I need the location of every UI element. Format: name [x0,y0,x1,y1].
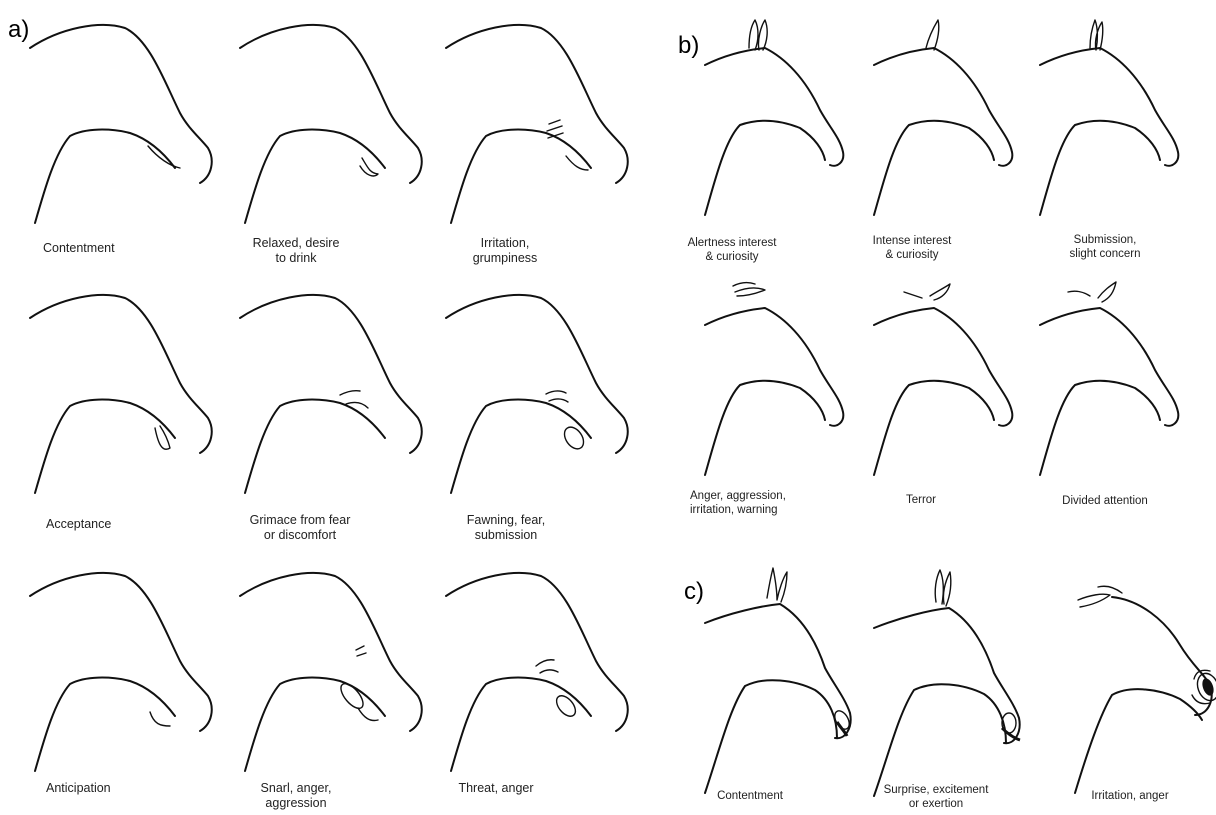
head-a-fawning [446,295,628,493]
caption-b-alertness: Alertness interest & curiosity [672,236,792,264]
head-a-anticipation [30,573,212,771]
head-b-submission [1040,20,1178,215]
caption-b-divided-attention: Divided attention [1040,494,1170,508]
head-a-grimace [240,295,422,493]
caption-a-grimace: Grimace from fear or discomfort [230,513,370,543]
caption-a-acceptance: Acceptance [46,517,196,532]
head-a-acceptance [30,295,212,493]
head-b-divided-attention [1040,282,1178,475]
caption-b-submission: Submission, slight concern [1040,233,1170,261]
caption-a-relaxed: Relaxed, desire to drink [226,236,366,266]
head-c-irritation [1075,586,1216,793]
head-a-irritation [446,25,628,223]
panel-label-c: c) [684,580,704,604]
caption-c-contentment: Contentment [690,789,810,803]
head-b-terror [874,284,1012,475]
head-a-relaxed [240,25,422,223]
caption-a-irritation: Irritation, grumpiness [440,236,570,266]
head-a-contentment [30,25,212,223]
panel-label-b: b) [678,34,699,58]
caption-a-contentment: Contentment [43,241,193,256]
head-b-anger [705,283,843,475]
panel-label-a: a) [8,18,29,42]
head-a-threat [446,573,628,771]
caption-c-irritation: Irritation, anger [1070,789,1190,803]
caption-a-fawning: Fawning, fear, submission [436,513,576,543]
caption-c-surprise: Surprise, excitement or exertion [866,783,1006,811]
caption-b-terror: Terror [866,493,976,507]
head-b-alertness [705,20,843,215]
head-c-surprise [874,570,1020,796]
caption-a-threat: Threat, anger [436,781,556,796]
head-b-intense-interest [874,20,1012,215]
head-c-contentment [705,568,852,793]
caption-b-intense-interest: Intense interest & curiosity [852,234,972,262]
head-a-snarl [240,573,422,771]
caption-a-anticipation: Anticipation [46,781,196,796]
caption-a-snarl: Snarl, anger, aggression [226,781,366,811]
caption-b-anger: Anger, aggression, irritation, warning [690,489,820,517]
